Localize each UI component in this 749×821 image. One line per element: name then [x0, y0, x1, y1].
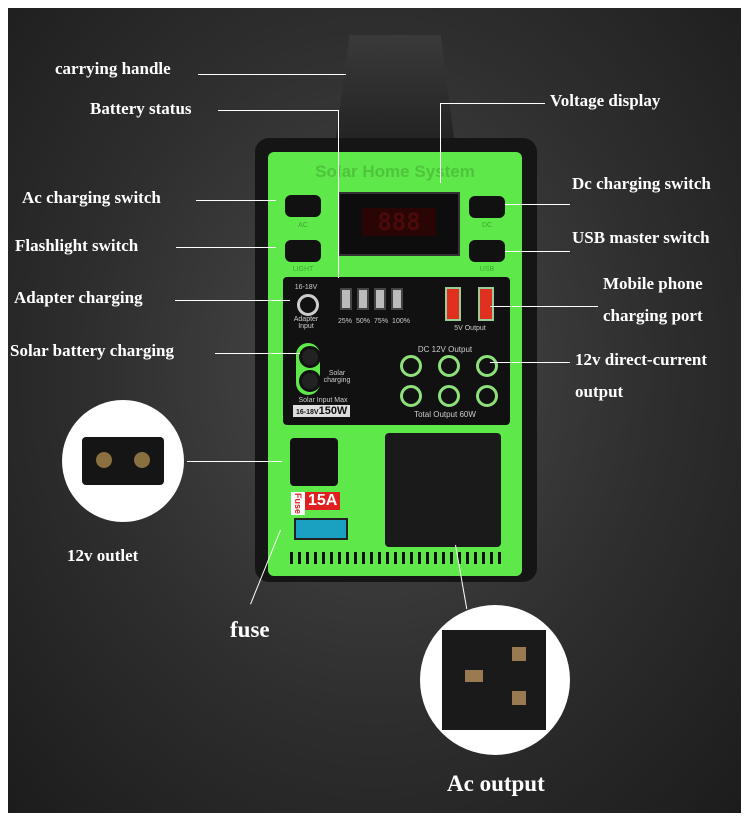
solar-rating: 16-18V150W — [293, 405, 351, 417]
battery-level-75: 75% — [374, 318, 389, 325]
solar-port-2[interactable] — [299, 370, 321, 392]
usb-output-label: 5V Output — [454, 325, 486, 332]
carrying-handle — [335, 35, 455, 145]
label-ac-output: Ac output — [447, 771, 545, 796]
outlet-12v-socket[interactable] — [290, 438, 338, 486]
solar-input-max: Solar Input Max — [298, 397, 348, 404]
label-usb-master-switch: USB master switch — [572, 228, 710, 247]
label-dc-output-2: output — [575, 382, 624, 401]
light-switch[interactable] — [285, 240, 321, 262]
total-output: Total Output 60W — [414, 410, 476, 419]
label-carrying-handle: carrying handle — [55, 59, 171, 78]
fuse-holder[interactable] — [294, 518, 348, 540]
label-battery-status: Battery status — [90, 99, 192, 118]
voltage-display: 888 — [338, 192, 460, 256]
fuse-rating: 15A — [305, 492, 341, 510]
label-voltage-display: Voltage display — [550, 91, 661, 110]
label-solar-battery-charging: Solar battery charging — [10, 341, 175, 360]
label-mobile-phone-2: charging port — [603, 306, 703, 325]
label-flashlight-switch: Flashlight switch — [15, 236, 139, 255]
ac-label: AC — [298, 222, 308, 229]
vent-grille — [290, 552, 505, 564]
adapter-voltage: 16-18V — [294, 284, 318, 291]
outlet-12v-detail — [62, 400, 184, 522]
battery-level-25: 25% — [338, 318, 353, 325]
dc-label: DC — [481, 222, 493, 229]
battery-status-leds — [340, 288, 403, 310]
dc-port-3[interactable] — [476, 355, 498, 377]
device-title: Solar Home System — [315, 162, 475, 181]
adapter-input-label: Adapter Input — [293, 316, 319, 330]
usb-switch[interactable] — [469, 240, 505, 262]
battery-level-50: 50% — [356, 318, 371, 325]
usb-label: USB — [479, 266, 495, 273]
label-dc-output-1: 12v direct-current — [575, 350, 708, 369]
battery-levels: 25% 50% 75% 100% — [338, 318, 410, 325]
dc-port-1[interactable] — [400, 355, 422, 377]
adapter-input-port[interactable] — [297, 294, 319, 316]
fuse-label: Fuse — [291, 492, 305, 516]
label-dc-charging-switch: Dc charging switch — [572, 174, 711, 193]
dc-output-title: DC 12V Output — [417, 345, 473, 354]
ac-switch[interactable] — [285, 195, 321, 217]
dc-port-6[interactable] — [476, 385, 498, 407]
light-label: LIGHT — [292, 266, 314, 273]
label-12v-outlet: 12v outlet — [67, 546, 139, 565]
solar-charging-label: Solar charging — [323, 370, 351, 384]
ac-socket-cover[interactable] — [385, 433, 501, 547]
label-mobile-phone-1: Mobile phone — [603, 274, 703, 293]
ac-output-detail — [420, 605, 570, 755]
label-fuse: fuse — [230, 617, 270, 642]
solar-rating-voltage: 16-18V — [296, 409, 319, 416]
dc-port-5[interactable] — [438, 385, 460, 407]
battery-level-100: 100% — [392, 318, 410, 325]
usb-port-1[interactable] — [445, 287, 461, 321]
label-adapter-charging: Adapter charging — [14, 288, 143, 307]
dc-switch[interactable] — [469, 196, 505, 218]
solar-port-1[interactable] — [299, 346, 321, 368]
solar-rating-watts: 150W — [318, 405, 348, 417]
label-ac-charging-switch: Ac charging switch — [22, 188, 161, 207]
dc-port-2[interactable] — [438, 355, 460, 377]
usb-port-2[interactable] — [478, 287, 494, 321]
dc-port-4[interactable] — [400, 385, 422, 407]
